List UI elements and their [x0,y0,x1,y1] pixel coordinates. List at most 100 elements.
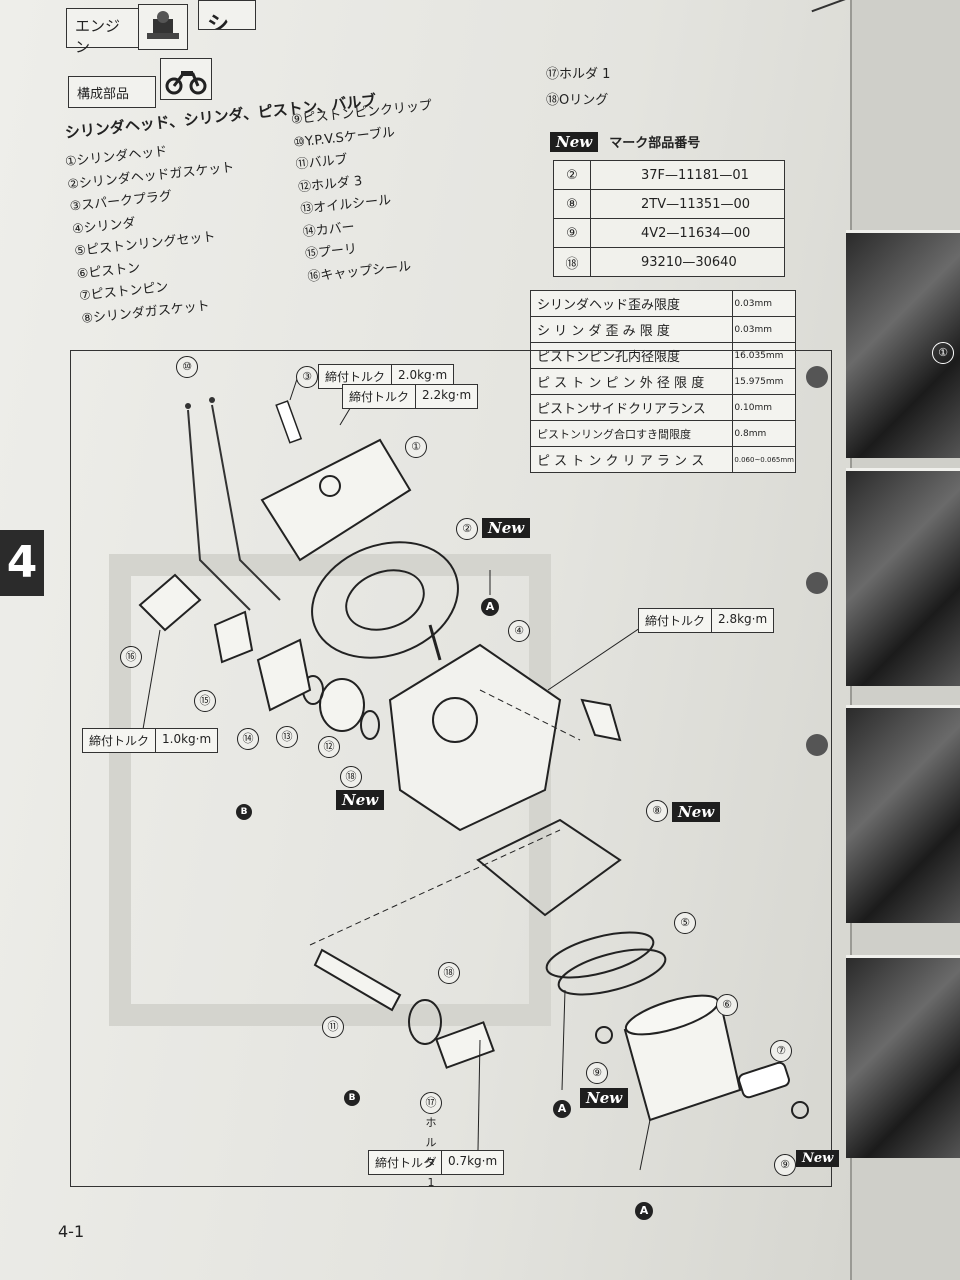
leader-line [477,1039,481,1151]
new-parts-header: New マーク部品番号 [550,132,700,152]
cover [256,638,312,712]
leader-line [547,627,641,691]
exploded-diagram [138,369,809,1171]
cap-seal [138,573,202,632]
parts-label: 構成部品 [68,76,156,108]
piston-ring [557,948,667,996]
photo-3 [846,705,960,923]
cylinder-gasket [476,818,622,917]
cable-end [185,403,191,409]
photo-2 [846,468,960,686]
head-gasket [311,541,459,659]
piston-pin [738,1061,790,1099]
o-ring [408,999,442,1045]
cylinder-bore [432,697,478,743]
callout-14: ⑭ [237,728,259,750]
lubrication-mark-a: A [635,1202,653,1220]
callout-16: ⑯ [120,646,142,668]
head-gasket-bore [345,569,425,631]
leader-line [639,1119,651,1171]
section-title: シリ [198,0,256,30]
callout-17: ⑰ホルダ 1 [420,1092,442,1189]
callout-1: ① [405,436,427,458]
head-plug-hole [319,475,341,497]
callout-9: ⑨ [586,1062,608,1084]
leader-line [141,629,161,736]
callout-12: ⑫ [318,736,340,758]
new-badge: New [796,1150,840,1167]
new-badge: New [482,518,531,538]
o-ring-upper [360,710,380,740]
bracket [580,698,622,742]
piston-ring [545,931,655,979]
callout-2: ② [456,518,478,540]
cylinder-head [260,438,412,562]
stud-bolt [428,624,442,661]
new-badge: New [336,790,385,810]
photo-4 [846,955,960,1158]
lubrication-mark-a: A [553,1100,571,1118]
holder-3 [319,678,365,732]
page-number: 4-1 [58,1222,85,1241]
engine-icon [138,4,188,50]
callout-13: ⑬ [276,726,298,748]
chapter-tab: 4 [0,530,44,596]
list-item: ⑰ホルダ 1 [546,67,611,82]
ypvs-cable [187,409,251,611]
callout-9: ⑨ [774,1154,796,1176]
callout-7: ⑦ [770,1040,792,1062]
callout-18: ⑱ [340,766,362,788]
parts-list-col3: ⑰ホルダ 1 ⑱Oリング [546,62,610,114]
callout-10: ⑩ [176,356,198,378]
callout-11: ⑪ [322,1016,344,1038]
lubrication-mark-b: B [236,804,252,820]
callout-15: ⑮ [194,690,216,712]
ypvs-cable [211,404,281,601]
callout-6: ⑥ [716,994,738,1016]
new-badge: New [672,802,721,822]
section-label: エンジン [66,8,142,56]
spark-plug [275,400,303,444]
lubrication-mark-b: B [344,1090,360,1106]
binder-hole [806,572,828,594]
center-line [479,689,581,741]
motorcycle-icon [160,58,212,100]
valve [313,948,402,1012]
new-badge: New [550,132,599,152]
cylinder [388,643,562,832]
holder-1 [435,1021,495,1069]
callout-18: ⑱ [438,962,460,984]
lubrication-mark-a: A [481,598,499,616]
callout-8: ⑧ [646,800,668,822]
callout-3: ③ [296,366,318,388]
pin-clip [791,1101,809,1119]
pin-clip [595,1026,613,1044]
diagram-frame [70,350,832,1187]
list-item: ⑱Oリング [546,93,609,108]
binder-hole [806,366,828,388]
cable-end [209,397,215,403]
binder-hole [806,734,828,756]
center-line [309,829,561,946]
callout-5: ⑤ [674,912,696,934]
new-parts-title: マーク部品番号 [609,136,701,151]
pulley [213,610,254,664]
leader-line [561,989,566,1091]
